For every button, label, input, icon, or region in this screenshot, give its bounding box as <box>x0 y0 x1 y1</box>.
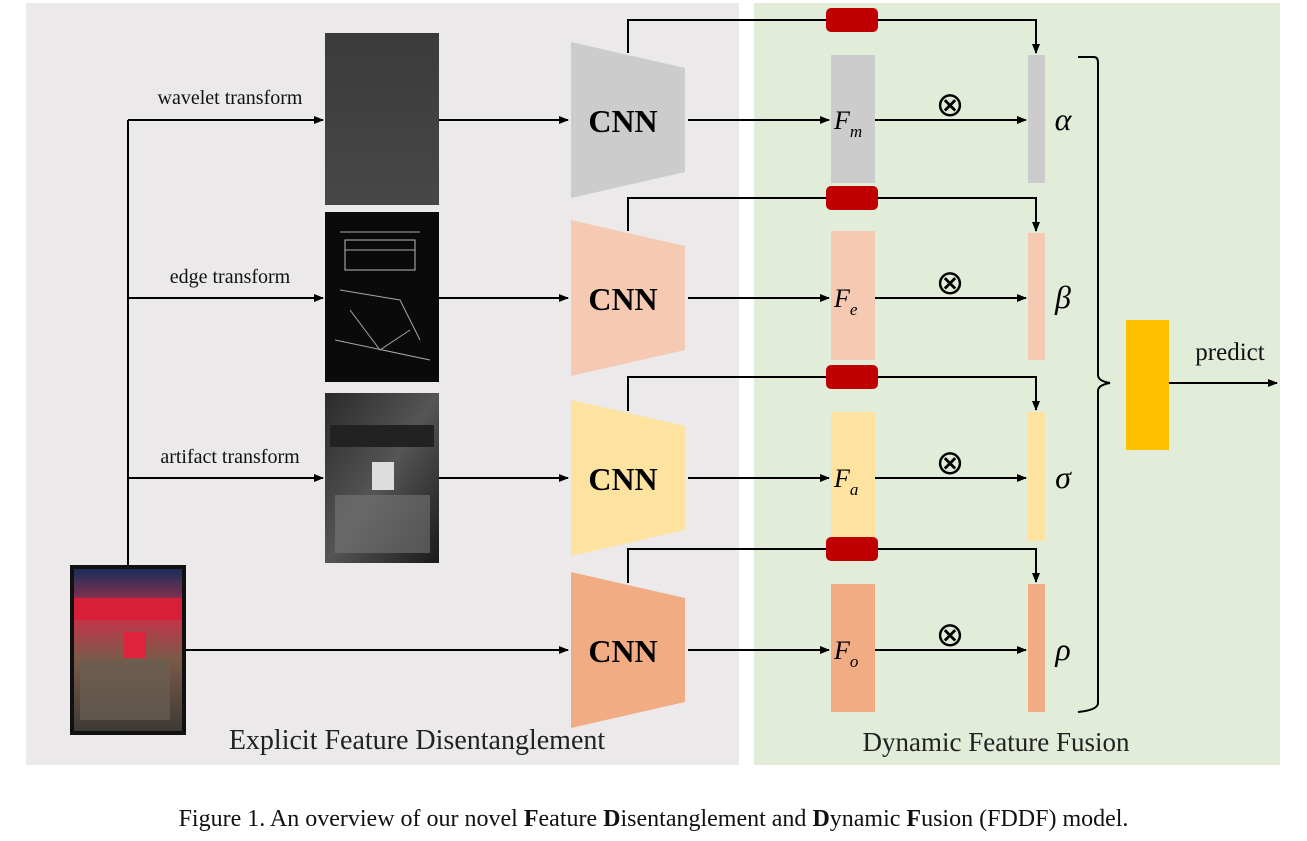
gate-block <box>826 186 878 210</box>
cnn-block <box>571 400 685 556</box>
weight-bar <box>1028 55 1045 183</box>
weight-label: ρ <box>1054 631 1070 667</box>
gate-block <box>826 8 878 32</box>
input-image <box>70 565 186 735</box>
branch-a: CNN Fa ⊗ σ <box>571 365 1072 556</box>
branch-e: CNN Fe ⊗ β <box>571 186 1071 376</box>
multiply-icon: ⊗ <box>936 265 965 302</box>
wavelet-image <box>325 33 439 205</box>
weight-bar <box>1028 584 1045 712</box>
cnn-label: CNN <box>588 103 657 139</box>
transform-label-wavelet: wavelet transform <box>158 87 303 109</box>
transform-label-edge: edge transform <box>170 266 291 288</box>
cnn-block <box>571 42 685 198</box>
fusion-brace <box>1077 56 1111 713</box>
branch-o: CNN Fo ⊗ ρ <box>571 537 1071 728</box>
weight-label: α <box>1055 101 1073 137</box>
edge-image <box>325 212 439 382</box>
cnn-block <box>571 220 685 376</box>
right-panel-label: Dynamic Feature Fusion <box>863 727 1130 757</box>
feature-label: Fo <box>833 636 858 671</box>
feature-label: Fa <box>833 464 858 499</box>
cnn-label: CNN <box>588 281 657 317</box>
weight-label: σ <box>1055 459 1072 495</box>
branch-m: CNN Fm ⊗ α <box>571 8 1073 198</box>
figure-caption: Figure 1. An overview of our novel Featu… <box>178 806 1129 832</box>
multiply-icon: ⊗ <box>936 87 965 124</box>
input-connectors <box>127 116 569 654</box>
left-panel-label: Explicit Feature Disentanglement <box>229 725 606 756</box>
weight-bar <box>1028 233 1045 360</box>
feature-block <box>831 584 875 712</box>
feature-block <box>831 55 875 183</box>
predict-label: predict <box>1195 339 1264 366</box>
multiply-icon: ⊗ <box>936 445 965 482</box>
feature-label: Fe <box>833 284 858 319</box>
artifact-image <box>325 393 439 563</box>
multiply-icon: ⊗ <box>936 617 965 654</box>
gate-block <box>826 365 878 389</box>
weight-label: β <box>1054 279 1071 315</box>
feature-label: Fm <box>833 106 862 141</box>
feature-block <box>831 231 875 360</box>
feature-block <box>831 412 875 541</box>
gate-block <box>826 537 878 561</box>
cnn-label: CNN <box>588 633 657 669</box>
cnn-block <box>571 572 685 728</box>
cnn-label: CNN <box>588 461 657 497</box>
weight-bar <box>1028 412 1045 541</box>
transform-label-artifact: artifact transform <box>160 446 300 468</box>
output-block <box>1126 320 1169 450</box>
